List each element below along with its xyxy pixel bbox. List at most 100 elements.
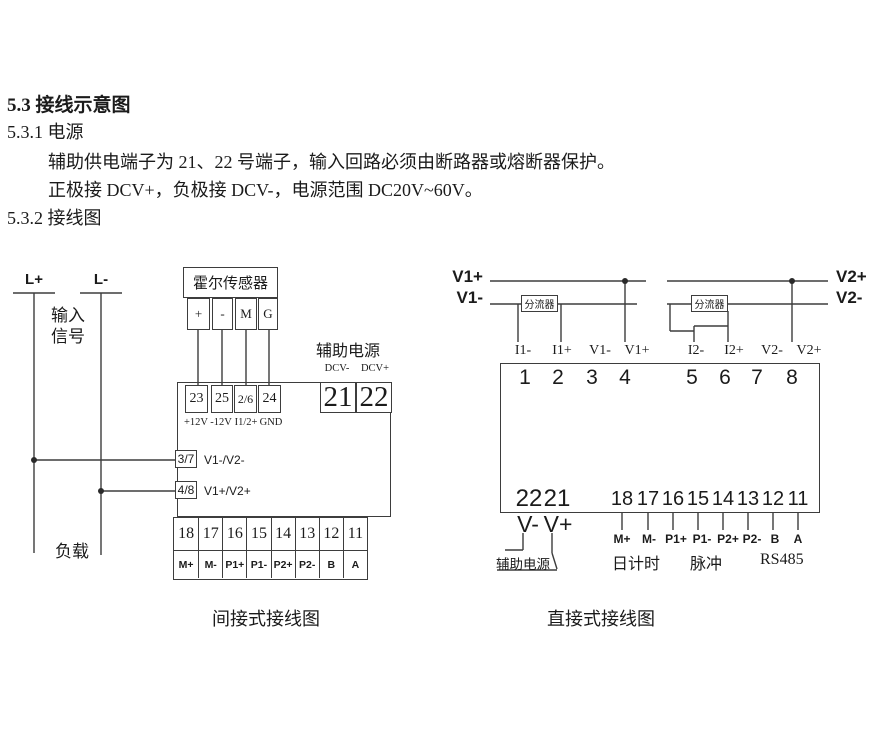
terminal-cell: M+ bbox=[174, 550, 199, 578]
pin-label-p2plus: P2+ bbox=[717, 532, 739, 546]
hall-terminal-plus: + bbox=[187, 298, 210, 330]
pin-label-mplus: M+ bbox=[613, 532, 631, 546]
terminal-cell: 18 bbox=[178, 525, 195, 542]
terminal-table-left: 18 17 16 15 14 13 12 11 M+ M- P1+ P1- P2… bbox=[173, 517, 368, 580]
page-title: 5.3 接线示意图 bbox=[7, 95, 131, 116]
dcv-plus-label: DCV+ bbox=[360, 363, 390, 374]
terminal-cell: 16 bbox=[222, 518, 246, 550]
aux-power-label-left: 辅助电源 bbox=[316, 343, 381, 360]
hall-terminal-g: G bbox=[258, 298, 278, 330]
meter-outline-left bbox=[177, 382, 391, 517]
terminal-23: 23 bbox=[185, 385, 208, 413]
group-label-rs485: RS485 bbox=[760, 551, 804, 568]
meter-outline-right bbox=[500, 363, 820, 513]
v1-minus-label: V1- bbox=[456, 288, 483, 307]
pin-label-b: B bbox=[770, 532, 780, 546]
terminal-cell: P2- bbox=[294, 550, 319, 578]
side-terminal-4-8-label: V1+/V2+ bbox=[204, 484, 251, 498]
hall-sensor-box: 霍尔传感器 bbox=[183, 267, 278, 298]
aux-pin-vminus: V- bbox=[517, 511, 539, 537]
shunt-box-1: 分流器 bbox=[521, 295, 558, 312]
terminal-cell: A bbox=[342, 550, 367, 578]
terminal-number-3: 3 bbox=[586, 366, 598, 389]
side-terminal-3-7-label: V1-/V2- bbox=[204, 453, 245, 467]
junction-dots bbox=[31, 278, 795, 494]
terminal-cell: P1- bbox=[246, 550, 271, 578]
side-terminal-3-7: 3/7 bbox=[175, 450, 197, 468]
line-minus-label: L- bbox=[93, 271, 109, 288]
section-5-3-2: 5.3.2 接线图 bbox=[7, 208, 102, 228]
terminal-number-6: 6 bbox=[719, 366, 731, 389]
terminal-number-15: 15 bbox=[686, 488, 710, 510]
input-signal-label: 输入 信号 bbox=[34, 305, 102, 347]
terminal-22: 22 bbox=[356, 381, 392, 413]
pin-label-mminus: M- bbox=[642, 532, 656, 546]
terminal-number-11: 11 bbox=[787, 488, 809, 510]
line-plus-label: L+ bbox=[25, 271, 43, 288]
terminal-cell: P1+ bbox=[222, 550, 247, 578]
ch1-terminal-label-v1plus: V1+ bbox=[624, 343, 650, 358]
terminal-25: 25 bbox=[211, 385, 233, 413]
para-power-2: 正极接 DCV+，负极接 DCV-，电源范围 DC20V~60V。 bbox=[48, 180, 483, 200]
terminal-number-16: 16 bbox=[661, 488, 685, 510]
side-terminal-4-8: 4/8 bbox=[175, 481, 197, 499]
input-signal-line2: 信号 bbox=[51, 327, 85, 346]
terminal-21: 21 bbox=[320, 381, 356, 413]
terminal-cell: 13 bbox=[294, 518, 319, 550]
terminal-number-8: 8 bbox=[786, 366, 798, 389]
hall-terminal-m: M bbox=[235, 298, 257, 330]
terminal-cell: 14 bbox=[270, 518, 295, 550]
v1-plus-label: V1+ bbox=[452, 267, 483, 286]
terminal-cell: 15 bbox=[246, 518, 270, 550]
ch1-terminal-label-v1minus: V1- bbox=[589, 343, 611, 358]
terminal-label-plus12v: +12V bbox=[183, 417, 209, 428]
terminal-label-minus12v: -12V bbox=[210, 417, 232, 428]
terminal-number-12: 12 bbox=[761, 488, 785, 510]
terminal-number-13: 13 bbox=[736, 488, 760, 510]
terminal-cell: 17 bbox=[198, 518, 222, 550]
terminal-cell: B bbox=[318, 550, 343, 578]
ch2-terminal-label-v2plus: V2+ bbox=[796, 343, 822, 358]
input-signal-line1: 输入 bbox=[51, 306, 85, 325]
terminal-number-1: 1 bbox=[519, 366, 531, 389]
terminal-number-7: 7 bbox=[751, 366, 763, 389]
terminal-label-i12plus: I1/2+ bbox=[234, 417, 258, 428]
ch1-terminal-label-i1minus: I1- bbox=[514, 343, 532, 358]
aux-terminal-number-21: 21 bbox=[543, 485, 571, 512]
terminal-number-4: 4 bbox=[619, 366, 631, 389]
shunt-box-2: 分流器 bbox=[691, 295, 728, 312]
terminal-cell: P2+ bbox=[270, 550, 295, 578]
terminal-cell: M- bbox=[198, 550, 223, 578]
ch2-terminal-label-i2minus: I2- bbox=[687, 343, 705, 358]
pin-label-p1minus: P1- bbox=[692, 532, 712, 546]
terminal-number-14: 14 bbox=[711, 488, 735, 510]
caption-direct: 直接式接线图 bbox=[547, 609, 655, 629]
pin-label-a: A bbox=[793, 532, 803, 546]
terminal-number-5: 5 bbox=[686, 366, 698, 389]
v2-plus-label: V2+ bbox=[836, 267, 867, 286]
terminal-cell: 12 bbox=[318, 518, 343, 550]
terminal-cell: 11 bbox=[342, 518, 367, 550]
aux-pin-vplus: V+ bbox=[543, 511, 573, 537]
section-5-3-1: 5.3.1 电源 bbox=[7, 122, 84, 142]
terminal-number-2: 2 bbox=[552, 366, 564, 389]
v2-minus-label: V2- bbox=[836, 288, 863, 307]
terminal-number-18: 18 bbox=[610, 488, 634, 510]
dcv-minus-label: DCV- bbox=[324, 363, 350, 374]
terminal-label-gnd: GND bbox=[259, 417, 283, 428]
ch1-terminal-label-i1plus: I1+ bbox=[552, 343, 572, 358]
pin-label-p1plus: P1+ bbox=[665, 532, 687, 546]
aux-power-label-right: 辅助电源 bbox=[496, 557, 550, 572]
ch2-terminal-label-v2minus: V2- bbox=[761, 343, 783, 358]
group-label-pulse: 脉冲 bbox=[690, 556, 723, 573]
terminal-number-17: 17 bbox=[636, 488, 660, 510]
caption-indirect: 间接式接线图 bbox=[212, 609, 320, 629]
hall-terminal-minus: - bbox=[212, 298, 233, 330]
para-power-1: 辅助供电端子为 21、22 号端子，输入回路必须由断路器或熔断器保护。 bbox=[48, 152, 615, 172]
load-label: 负载 bbox=[55, 542, 89, 561]
terminal-24: 24 bbox=[258, 385, 281, 413]
group-label-day-timing: 日计时 bbox=[612, 556, 661, 573]
aux-terminal-number-22: 22 bbox=[515, 485, 543, 512]
